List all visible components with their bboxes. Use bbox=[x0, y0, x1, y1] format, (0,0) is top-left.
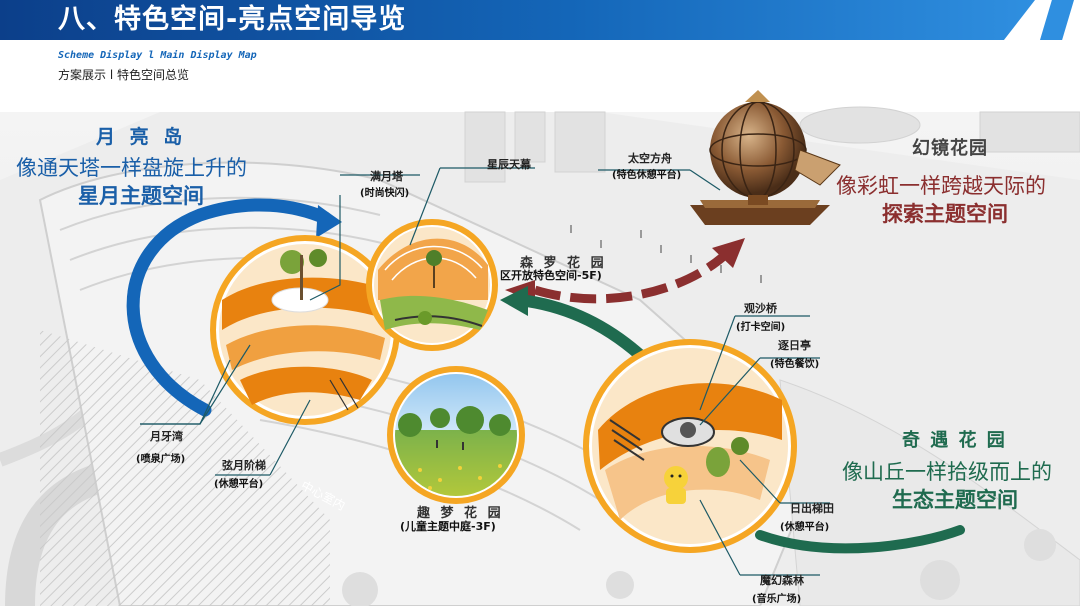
callout-crescent-bay-sub: (喷泉广场) bbox=[136, 454, 186, 465]
subtitle-en: Scheme Display l Main Display Map bbox=[58, 50, 257, 61]
page-title: 八、特色空间-亮点空间导览 bbox=[58, 4, 407, 35]
callout-full-moon-tower: 满月塔 bbox=[370, 170, 403, 183]
callout-crescent-bay: 月牙湾 bbox=[150, 430, 183, 443]
callout-crescent-steps-sub: (休憩平台) bbox=[214, 479, 264, 490]
callout-space-ark-sub: (特色休憩平台) bbox=[612, 170, 682, 181]
wonder-garden-desc: 像山丘一样拾级而上的 bbox=[842, 460, 1052, 484]
space-ark-image bbox=[690, 90, 841, 225]
wonder-garden-theme: 生态主题空间 bbox=[892, 488, 1018, 512]
callout-sun-pavilion-sub: (特色餐饮) bbox=[770, 359, 820, 370]
moon-island-theme: 星月主题空间 bbox=[78, 184, 204, 208]
mirror-garden-title: 幻镜花园 bbox=[912, 138, 988, 159]
moon-island-title: 月 亮 岛 bbox=[96, 126, 187, 148]
callout-full-moon-tower-sub: (时尚快闪) bbox=[360, 188, 410, 199]
moon-tower-render bbox=[210, 235, 400, 425]
callout-magic-forest: 魔幻森林 bbox=[760, 574, 804, 587]
dream-garden-title: 趣 梦 花 园 bbox=[417, 506, 504, 521]
mirror-garden-theme: 探索主题空间 bbox=[882, 202, 1008, 226]
header-bar bbox=[0, 0, 1035, 40]
callout-sand-bridge-sub: (打卡空间) bbox=[736, 322, 786, 333]
mirror-garden-desc: 像彩虹一样跨越天际的 bbox=[836, 174, 1046, 198]
wonder-garden-title: 奇 遇 花 园 bbox=[902, 430, 1007, 451]
callout-space-ark: 太空方舟 bbox=[628, 152, 672, 165]
callout-crescent-steps: 弦月阶梯 bbox=[222, 459, 266, 472]
star-curtain-render bbox=[366, 219, 498, 351]
callout-sunrise-terrace: 日出梯田 bbox=[790, 502, 834, 515]
callout-sun-pavilion: 逐日亭 bbox=[778, 339, 811, 352]
dream-garden-sub: (儿童主题中庭-3F) bbox=[400, 520, 496, 533]
forest-garden-sub: 区开放特色空间-5F) bbox=[500, 269, 602, 282]
subtitle-cn: 方案展示 l 特色空间总览 bbox=[58, 68, 189, 82]
forest-garden-title: 森 罗 花 园 bbox=[520, 256, 607, 271]
callout-magic-forest-sub: (音乐广场) bbox=[752, 594, 802, 605]
moon-island-desc: 像通天塔一样盘旋上升的 bbox=[16, 156, 247, 180]
callout-star-curtain: 星辰天幕 bbox=[487, 158, 531, 171]
dream-garden-render bbox=[387, 366, 525, 504]
callout-sunrise-terrace-sub: (休憩平台) bbox=[780, 522, 830, 533]
callout-sand-bridge: 观沙桥 bbox=[744, 302, 777, 315]
wonder-garden-render bbox=[583, 339, 797, 553]
